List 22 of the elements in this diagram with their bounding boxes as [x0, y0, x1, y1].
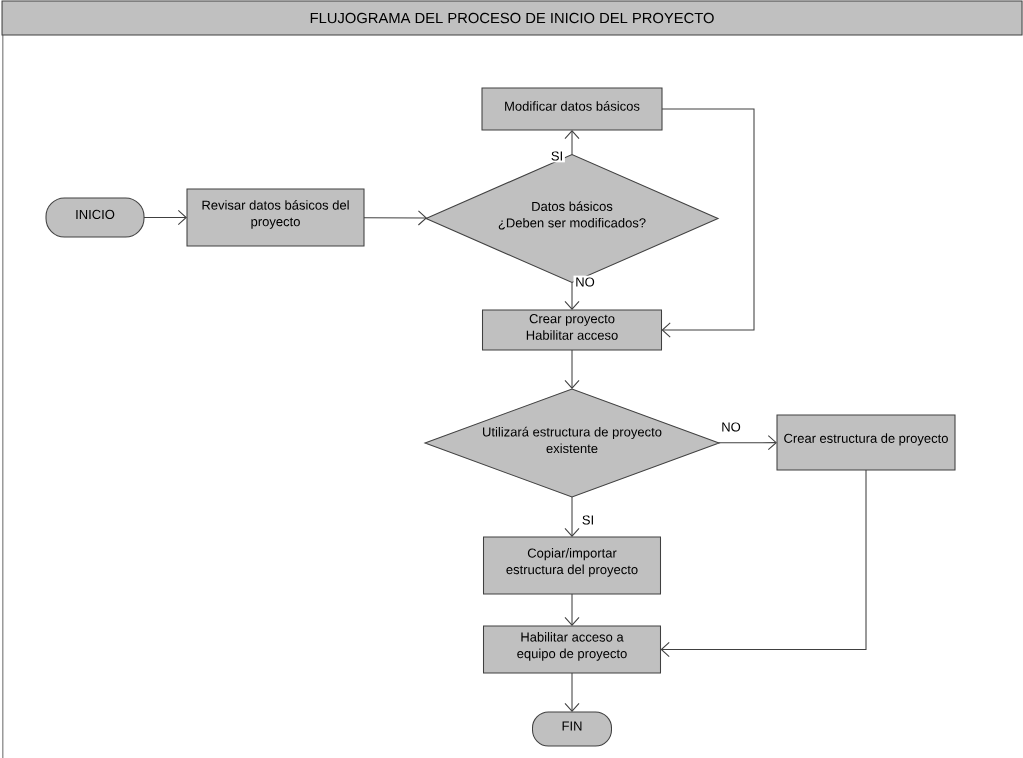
process-box: Crear proyecto Habilitar acceso	[482, 309, 663, 351]
arrow	[564, 593, 580, 626]
edge-label: SI	[549, 149, 565, 163]
edge-label: NO	[719, 420, 743, 434]
arrow	[564, 130, 580, 156]
arrow	[564, 349, 580, 389]
process-box: Modificar datos básicos	[481, 87, 663, 131]
arrow	[143, 209, 187, 226]
process-box: Revisar datos básicos del proyecto	[186, 188, 365, 247]
arrow	[564, 281, 580, 310]
arrow	[661, 108, 755, 338]
terminal-oval: FIN	[532, 711, 613, 747]
process-box: Copiar/importar estructura del proyecto	[482, 536, 662, 595]
arrow	[564, 672, 580, 712]
process-box: Habilitar acceso a equipo de proyecto	[482, 625, 662, 674]
arrow	[363, 210, 428, 226]
title-bar: FLUJOGRAMA DEL PROCESO DE INICIO DEL PROYECTO	[1, 0, 1023, 36]
process-box: Crear estructura de proyecto	[776, 414, 956, 471]
arrow	[564, 496, 580, 537]
edge-label: SI	[580, 513, 596, 527]
arrow	[660, 469, 867, 658]
arrow	[717, 435, 777, 451]
